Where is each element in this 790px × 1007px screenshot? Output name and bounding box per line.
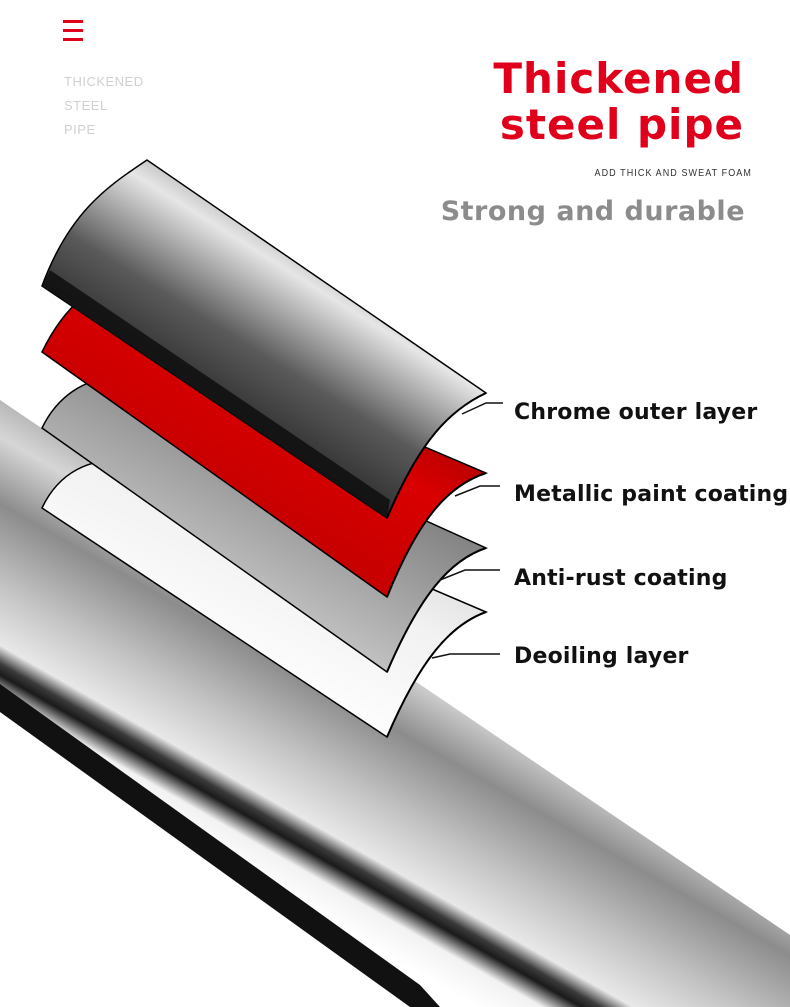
- antirust-leader-line: [439, 569, 500, 581]
- menu-icon-bar: [63, 38, 83, 41]
- page-title: Thickened steel pipe: [493, 56, 744, 148]
- layer-label-chrome: Chrome outer layer: [514, 400, 758, 425]
- side-label-line: PIPE: [64, 122, 96, 137]
- side-label: THICKENED STEEL PIPE: [64, 70, 144, 142]
- menu-icon-bar: [63, 20, 83, 23]
- tagline: Strong and durable: [440, 196, 745, 227]
- layer-label-metallic-paint: Metallic paint coating: [514, 482, 789, 507]
- title-line: steel pipe: [499, 100, 744, 149]
- side-label-line: THICKENED: [64, 74, 144, 89]
- deoiling-leader-line: [431, 653, 500, 659]
- paint-leader-line: [454, 485, 500, 497]
- side-label-line: STEEL: [64, 98, 108, 113]
- menu-icon-bar: [63, 29, 83, 32]
- menu-icon[interactable]: [63, 20, 83, 48]
- title-line: Thickened: [493, 54, 744, 103]
- chrome-leader-line: [461, 402, 503, 415]
- layer-label-anti-rust: Anti-rust coating: [514, 566, 728, 591]
- subtitle: ADD THICK AND SWEAT FOAM: [594, 168, 752, 179]
- tube-dark-stripe: [0, 684, 440, 1007]
- layer-label-deoiling: Deoiling layer: [514, 644, 689, 669]
